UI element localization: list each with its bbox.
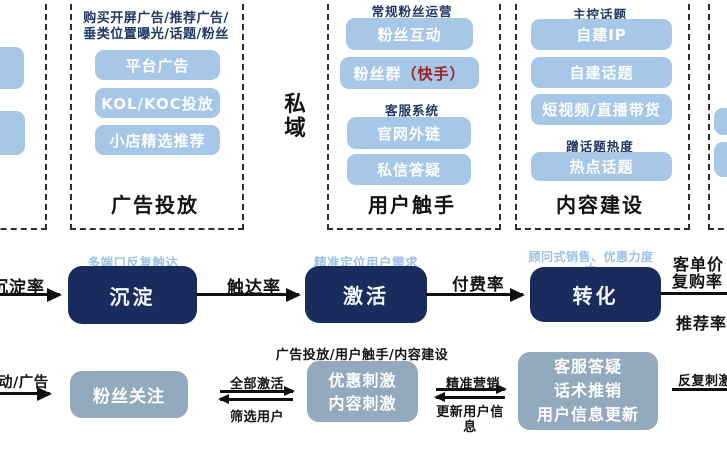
chip-fan-interaction: 粉丝互动 bbox=[346, 18, 473, 50]
metric-repurchase-rate: 复购率 bbox=[672, 272, 724, 291]
chip-kol-koc-placement: KOL/KOC投放 bbox=[95, 88, 220, 118]
fan-group-label: 用户触手 bbox=[368, 193, 456, 217]
box-customer-service-line3: 用户信息更新 bbox=[536, 405, 639, 424]
label-activate-all: 全部激活 bbox=[229, 377, 284, 392]
rate-pay: 付费率 bbox=[452, 275, 505, 294]
arrow-into-fan-follow bbox=[0, 386, 52, 401]
box-stimulus-line1: 优惠刺激 bbox=[328, 370, 397, 390]
arrow-activate-to-convert bbox=[426, 287, 525, 302]
chip-right-partial-1 bbox=[714, 108, 727, 135]
fan-group-header: 常规粉丝运营 bbox=[371, 4, 453, 19]
group-left-partial bbox=[0, 0, 47, 230]
box-customer-service: 客服答疑话术推销用户信息更新 bbox=[518, 352, 658, 430]
line-convert-output bbox=[660, 292, 727, 295]
chip-short-video-livestream: 短视频/直播带货 bbox=[531, 94, 672, 125]
chip-store-featured: 小店精选推荐 bbox=[95, 125, 220, 155]
stage-deposit-box: 沉淀 bbox=[68, 266, 197, 324]
chip-official-site-link: 官网外链 bbox=[347, 117, 471, 149]
box-customer-service-line2: 话术推销 bbox=[553, 381, 622, 400]
content-group-header: 主控话题 bbox=[572, 7, 627, 22]
stage-convert-box: 转化 bbox=[530, 267, 661, 322]
chip-fan-group: 粉丝群（快手） bbox=[340, 57, 479, 89]
label-stimulus-sources: 广告投放/用户触手/内容建设 bbox=[275, 348, 449, 363]
box-stimulus: 优惠刺激内容刺激 bbox=[307, 361, 418, 422]
group-ad-placement bbox=[70, 0, 244, 230]
arrow-stimulus-to-service bbox=[436, 384, 507, 394]
label-private-domain: 私域 bbox=[284, 92, 306, 141]
chip-right-partial-2 bbox=[714, 142, 727, 177]
chip-left-partial-1 bbox=[0, 47, 24, 89]
chip-fan-group-main: 粉丝群 bbox=[353, 64, 402, 83]
arrow-stimulus-to-fan bbox=[218, 394, 293, 404]
chip-private-message-qa: 私信答疑 bbox=[347, 154, 471, 185]
fan-group-subheader: 客服系统 bbox=[384, 103, 439, 118]
chip-self-built-ip: 自建IP bbox=[531, 19, 672, 50]
content-group-label: 内容建设 bbox=[556, 193, 644, 217]
content-group-subheader: 蹭话题热度 bbox=[566, 139, 634, 154]
group-content-building bbox=[515, 0, 690, 230]
arrow-deposit-to-activate bbox=[196, 287, 301, 302]
ad-group-header-line1: 购买开屏广告/推荐广告/ bbox=[83, 11, 229, 26]
chip-platform-ads: 平台广告 bbox=[95, 50, 220, 80]
box-fan-follow: 粉丝关注 bbox=[70, 371, 188, 418]
group-right-partial bbox=[708, 0, 727, 230]
chip-hot-topics: 热点话题 bbox=[531, 152, 672, 181]
ad-group-header-line2: 垂类位置曝光/话题/粉丝 bbox=[83, 27, 229, 42]
label-filter-users: 筛选用户 bbox=[229, 410, 284, 425]
chip-left-partial-2 bbox=[0, 111, 25, 155]
label-update-user-info: 更新用户信息 bbox=[436, 405, 504, 435]
ad-group-label: 广告投放 bbox=[111, 193, 199, 217]
label-repeated-stimulus: 反复刺激 bbox=[677, 374, 727, 389]
line-repeated-stimulus bbox=[672, 388, 727, 391]
chip-fan-group-kuaishou: （快手） bbox=[401, 64, 466, 83]
box-stimulus-line2: 内容刺激 bbox=[328, 393, 397, 413]
arrow-fan-to-stimulus bbox=[220, 386, 295, 396]
metric-referral-rate: 推荐率 bbox=[676, 314, 727, 333]
chip-self-built-topic: 自建话题 bbox=[531, 57, 672, 88]
stage-activate-box: 激活 bbox=[305, 266, 427, 323]
box-customer-service-line1: 客服答疑 bbox=[553, 357, 622, 376]
group-user-touchpoints bbox=[327, 0, 501, 230]
arrow-service-to-stimulus bbox=[434, 392, 505, 402]
metric-avg-order-value: 客单价 bbox=[673, 255, 725, 274]
arrow-into-deposit bbox=[0, 287, 62, 302]
label-activity-ads-input: 动/广告 bbox=[0, 375, 49, 391]
